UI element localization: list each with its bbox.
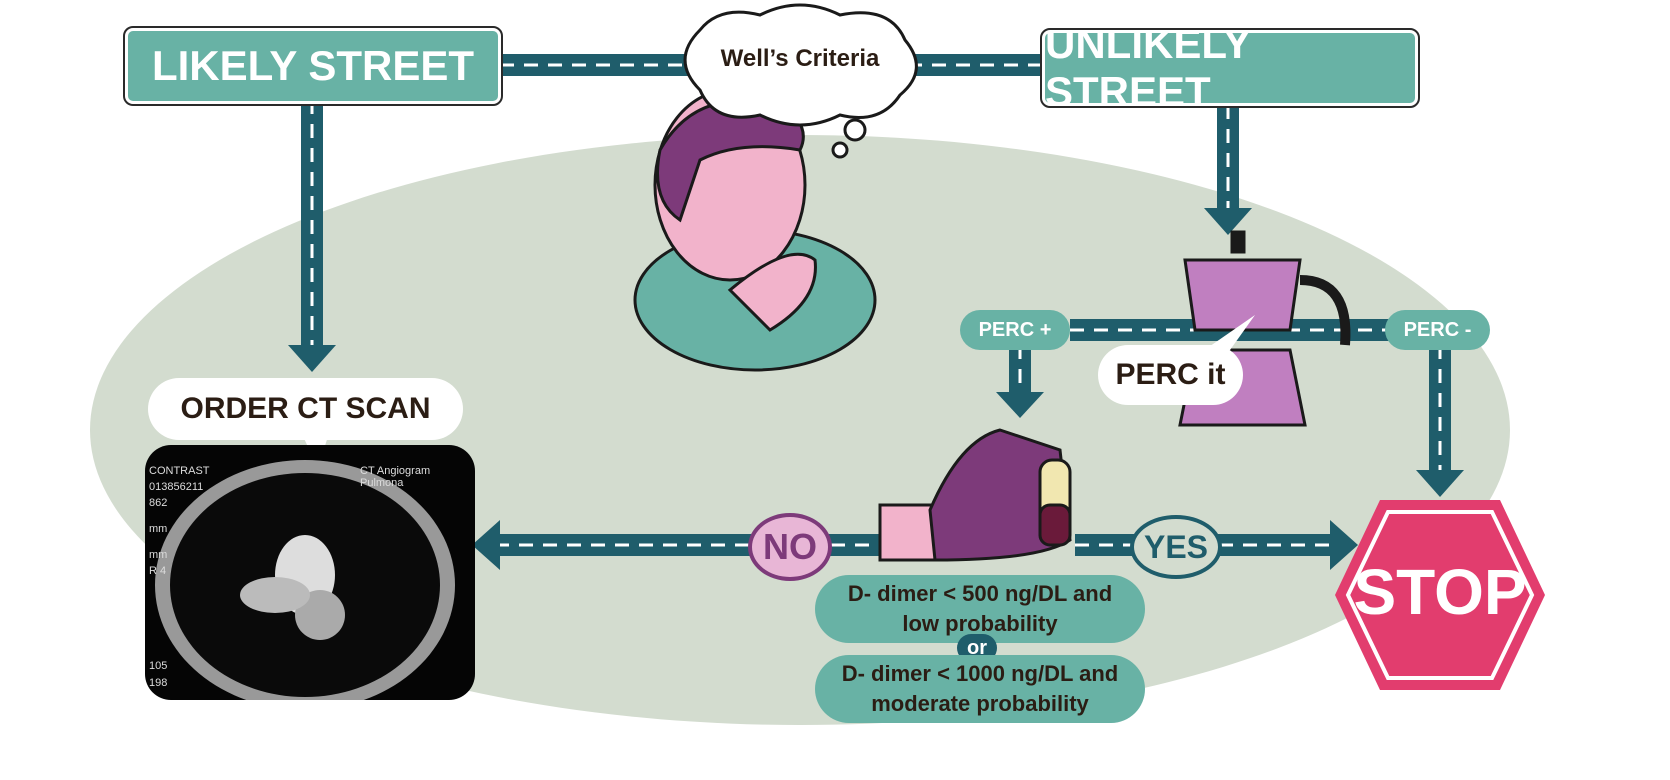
arrow-down-icon (996, 392, 1044, 418)
order-ct-bubble: ORDER CT SCAN (148, 378, 463, 440)
arrow-right-icon (1330, 520, 1358, 570)
arrow-heads (288, 208, 1464, 570)
perc-minus-label: PERC - (1403, 318, 1472, 341)
unlikely-street-label: UNLIKELY STREET (1045, 20, 1251, 115)
condition-moderate-probability: D- dimer < 1000 ng/DL and moderate proba… (815, 655, 1145, 723)
thinking-man-illustration (633, 88, 877, 372)
condition-text: low probability (902, 611, 1058, 636)
stop-sign (1335, 500, 1545, 690)
ct-text: 198 (149, 677, 168, 689)
ct-text: R 4 (149, 565, 167, 577)
condition-text: D- dimer < 500 ng/DL and (847, 581, 1113, 606)
arrow-left-icon (472, 520, 500, 570)
ct-text: CONTRAST (149, 465, 210, 477)
ct-text: 105 (149, 660, 168, 672)
perc-it-bubble: PERC it (1098, 345, 1243, 405)
order-ct-label: ORDER CT SCAN (180, 392, 431, 425)
or-label: or (967, 636, 987, 659)
condition-low-probability: D- dimer < 500 ng/DL and low probability (815, 575, 1145, 643)
no-label: NO (763, 526, 817, 567)
ct-text: 862 (149, 497, 168, 509)
yes-label: YES (1143, 528, 1209, 565)
perc-minus-badge: PERC - (1385, 310, 1490, 350)
ct-text: mm (149, 523, 168, 535)
no-badge: NO (748, 513, 832, 581)
arrow-down-icon (288, 345, 336, 372)
perc-it-label: PERC it (1115, 358, 1226, 391)
ct-text: 013856211 (149, 481, 204, 493)
thought-bubble (683, 3, 918, 159)
unlikely-street-sign: UNLIKELY STREET (1040, 20, 1420, 115)
perc-plus-label: PERC + (978, 318, 1052, 341)
ct-scan-image: CONTRAST 013856211 862 mm mm R 4 CT Angi… (145, 445, 475, 700)
wells-criteria-label: Well’s Criteria (720, 45, 880, 72)
likely-street-sign: LIKELY STREET (123, 26, 503, 106)
arrow-down-icon (1416, 470, 1464, 497)
likely-street-label: LIKELY STREET (151, 42, 475, 89)
condition-text: D- dimer < 1000 ng/DL and (841, 661, 1119, 686)
perc-plus-badge: PERC + (960, 310, 1070, 350)
arrow-down-icon (1204, 208, 1252, 235)
condition-text: moderate probability (871, 691, 1089, 716)
ct-text: mm (149, 549, 168, 561)
ct-text: CT Angiogram Pulmona (360, 465, 431, 489)
yes-badge: YES (1130, 515, 1222, 579)
gloved-hand-illustration (878, 428, 1072, 562)
stop-label: STOP (1353, 556, 1527, 628)
